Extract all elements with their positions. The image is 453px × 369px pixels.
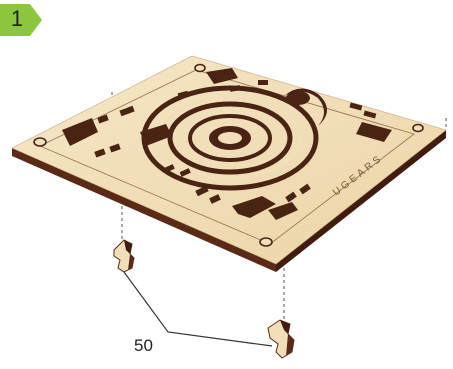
part-count-label: 50 — [134, 336, 153, 356]
round-cutout — [286, 91, 310, 105]
leader-lines — [124, 272, 272, 346]
leg-piece-right — [268, 320, 294, 358]
leg-piece-left — [114, 240, 134, 272]
